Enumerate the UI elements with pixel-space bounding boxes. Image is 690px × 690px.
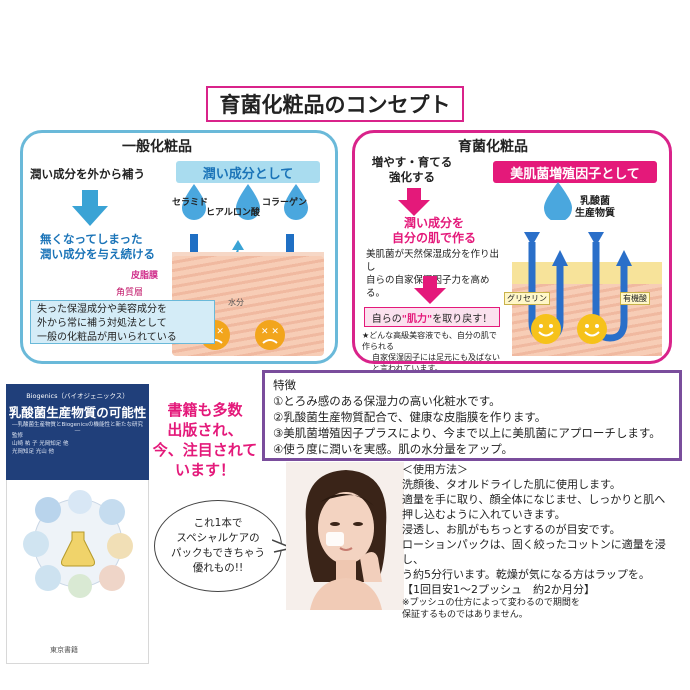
feature-item: ④使う度に潤いを実感。肌の水分量をアップ。 — [273, 442, 513, 456]
probiotic-cosmetics-note: ★どんな高級美容液でも、自分の肌で作られる 自家保湿因子には足元にも及ばない と… — [362, 331, 500, 373]
droplet-icon — [182, 184, 308, 220]
feature-item: ②乳酸菌生産物質配合で、健康な皮脂膜を作ります。 — [273, 410, 547, 424]
probiotic-cosmetics-heading: 育菌化粧品 — [458, 139, 528, 155]
moisture-ingredient-banner: 潤い成分として — [176, 161, 320, 183]
label-water: 水分 — [228, 298, 244, 307]
book-cover-band — [6, 384, 149, 480]
book-editors: 監修 山崎 祐 子 光岡知足 他 光岡知足 光山 他 — [12, 433, 69, 455]
skin-power-box: 自らの"肌力"を取り戻す！ — [364, 307, 500, 327]
probiotic-cosmetics-mid-text: 潤い成分を 自分の肌で作る — [391, 216, 476, 245]
down-arrow-icon — [414, 276, 446, 304]
probiotic-cosmetics-lead: 増やす・育てる 強化する — [371, 155, 453, 184]
speech-bubble — [154, 500, 282, 592]
down-arrow-icon — [398, 188, 430, 216]
ingredient-ceramide: セラミド — [172, 198, 209, 208]
page-title: 育菌化粧品のコンセプト — [206, 86, 464, 122]
speech-bubble-text: これ1本で スペシャルケアの パックもできちゃう 優れもの!! — [170, 517, 266, 574]
smile-face-icon — [531, 314, 607, 344]
features-heading: 特徴 — [273, 378, 296, 392]
label-glycerin: グリセリン — [504, 292, 550, 305]
feature-item: ①とろみ感のある保湿力の高い化粧水です。 — [273, 394, 501, 408]
label-organic-acid: 有機酸 — [620, 292, 650, 305]
general-cosmetics-heading: 一般化粧品 — [122, 139, 192, 155]
skin-bacteria-factor-banner: 美肌菌増殖因子として — [493, 161, 657, 183]
svg-text:✕ ✕: ✕ ✕ — [261, 327, 279, 337]
book-description: ―乳酸菌生産物質とBiogenicsの機能性と新たな研究― — [12, 422, 143, 434]
usage-instructions: ＜使用方法＞ 洗顔後、タオルドライした肌に使用します。 適量を手に取り、顔全体に… — [402, 462, 686, 621]
book-callout: 書籍も多数 出版され、 今、注目されて います！ — [152, 401, 258, 479]
label-stratum-corneum: 角質層 — [116, 288, 144, 298]
features-box: 特徴 ①とろみ感のある保湿力の高い化粧水です。 ②乳酸菌生産物質配合で、健康な皮… — [262, 370, 682, 461]
ingredient-collagen: コラーゲン — [262, 198, 308, 208]
droplet-icon — [544, 182, 572, 220]
general-cosmetics-lead: 潤い成分を外から補う — [30, 167, 145, 181]
general-cosmetics-mid-text: 無くなってしまった 潤い成分を与え続ける — [40, 232, 155, 261]
ingredient-hyaluronic-acid: ヒアルロン酸 — [206, 208, 260, 218]
svg-text:✕ ✕: ✕ ✕ — [206, 327, 224, 337]
lactic-acid-product-label: 乳酸菌 生産物質 — [575, 196, 615, 219]
book-publisher: 東京書籍 — [50, 646, 78, 654]
book-subtitle: Biogenics（バイオジェニックス） — [26, 392, 129, 400]
down-arrow-icon — [72, 190, 108, 226]
general-cosmetics-note: 失った保湿成分や美容成分を 外から常に補う対処法として 一般の化粧品が用いられて… — [30, 300, 215, 344]
book-cover-illustration — [23, 490, 133, 598]
book-title: 乳酸菌生産物質の可能性 — [8, 405, 147, 420]
feature-item: ③美肌菌増殖因子プラスにより、今まで以上に美肌菌にアプローチします。 — [273, 426, 661, 440]
woman-photo — [286, 462, 404, 610]
label-sebum-membrane: 皮脂膜 — [131, 271, 159, 281]
usage-heading: ＜使用方法＞ — [402, 463, 468, 476]
